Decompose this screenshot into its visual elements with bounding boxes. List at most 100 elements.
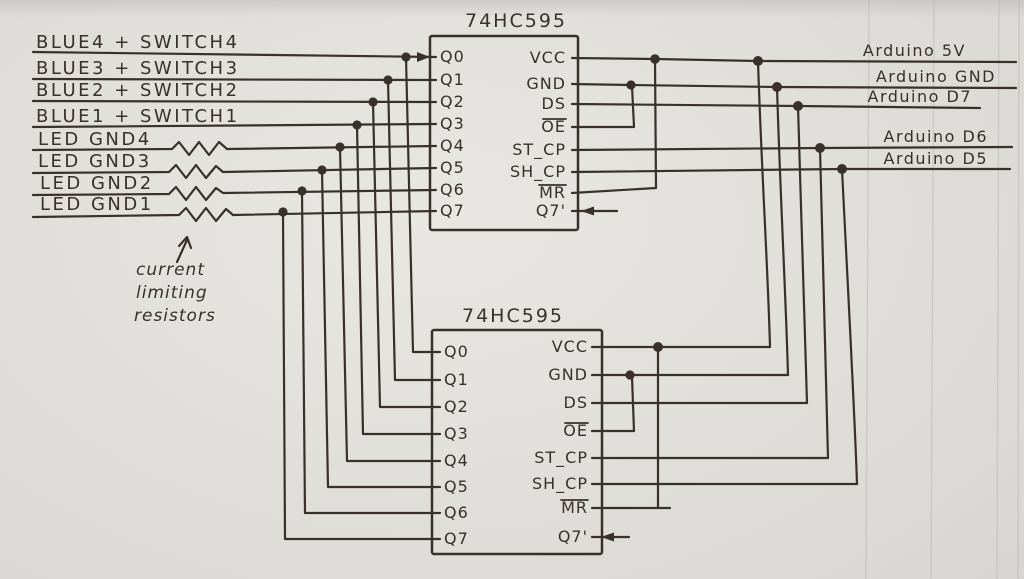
label-blue1-switch1: BLUE1 + SWITCH1 — [36, 106, 240, 127]
arrow-into-top-q0 — [417, 52, 430, 62]
label-led-gnd4: LED GND4 — [38, 129, 152, 150]
resistor-annotation: current limiting resistors — [134, 235, 216, 326]
junction-dot — [753, 56, 763, 66]
branch-blue1-to-bottom-q3 — [355, 123, 442, 436]
label-arduino-gnd: Arduino GND — [876, 67, 996, 86]
wire-blue1-switch1 — [31, 122, 438, 129]
chip-bottom-74hc595: 74HC595 Q0 Q1 Q2 Q3 Q4 Q5 Q6 Q7 VCC GND … — [430, 305, 604, 556]
chip-top-pin-q6: Q6 — [440, 180, 465, 199]
chip-top-title: 74HC595 — [465, 10, 567, 32]
junction-dot — [793, 101, 803, 111]
wire-bottom-oe-to-gnd-loop — [590, 375, 636, 433]
wire-top-oe-to-gnd-loop — [570, 84, 636, 129]
junction-dot — [352, 120, 362, 130]
arrow-top-q7s — [581, 206, 594, 216]
junction-dot — [625, 370, 635, 380]
chip-bottom-pin-q0: Q0 — [444, 342, 469, 361]
label-blue4-switch4: BLUE4 + SWITCH4 — [36, 32, 240, 53]
branch-gnd3-to-bottom-q5 — [320, 168, 442, 489]
chip-top-pin-mr: MR — [539, 183, 566, 202]
chip-bottom-outline — [430, 328, 604, 556]
chip-bottom-pin-q5: Q5 — [444, 477, 469, 496]
junction-dot — [650, 54, 660, 64]
chip-bottom-pin-q3: Q3 — [444, 424, 469, 443]
junction-dot — [653, 342, 663, 352]
chip-bottom-pin-q1: Q1 — [444, 370, 469, 389]
label-arduino-d6: Arduino D6 — [884, 127, 989, 146]
junction-dot — [278, 207, 288, 217]
chip-bottom-pin-q6: Q6 — [444, 503, 469, 522]
branch-gnd4-to-bottom-q4 — [338, 145, 442, 463]
drop-5v-to-bottom-vcc — [756, 59, 772, 349]
left-input-labels: BLUE4 + SWITCH4 BLUE3 + SWITCH3 BLUE2 + … — [36, 32, 240, 215]
junction-dot — [297, 186, 307, 196]
chip-bottom-pin-vcc: VCC — [552, 337, 588, 356]
chip-top-pin-q4: Q4 — [440, 136, 465, 155]
chip-bottom-pin-q7: Q7 — [444, 529, 469, 548]
chip-top-74hc595: 74HC595 Q0 Q1 Q2 Q3 Q4 Q5 Q6 Q7 VCC GND … — [428, 10, 580, 232]
drop-d7-to-bottom-ds — [796, 104, 809, 405]
junction-dot — [383, 75, 393, 85]
label-arduino-d7: Arduino D7 — [868, 87, 973, 106]
chip-bottom-pin-shcp: SH_CP — [532, 474, 588, 494]
chip-top-pin-stcp: ST_CP — [512, 140, 566, 160]
junction-dot — [837, 164, 847, 174]
chip-top-outline — [428, 34, 580, 232]
wire-led-gnd2-with-resistor — [31, 185, 438, 202]
junction-dot — [335, 142, 345, 152]
arrowheads — [417, 52, 614, 542]
annotation-line-1: current — [136, 260, 205, 280]
chip-bottom-pin-mr: MR — [561, 498, 588, 517]
wire-shcp-to-arduino-d5 — [570, 167, 1012, 174]
branch-blue3-to-bottom-q1 — [386, 78, 442, 382]
junction-dot — [815, 143, 825, 153]
annotation-line-3: resistors — [134, 306, 216, 326]
chip-top-pin-shcp: SH_CP — [510, 162, 566, 182]
drop-gnd-to-bottom-gnd — [775, 85, 790, 377]
chip-bottom-pin-oe: OE — [563, 421, 588, 440]
junction-dot — [401, 52, 411, 62]
chip-top-pin-vcc: VCC — [530, 48, 566, 67]
chip-bottom-pin-gnd: GND — [548, 365, 588, 384]
wire-led-gnd4-with-resistor — [31, 140, 438, 157]
chip-top-pin-q0: Q0 — [440, 47, 465, 66]
junction-dot — [772, 82, 782, 92]
branch-blue2-to-bottom-q2 — [371, 100, 442, 409]
chip-top-pin-q2: Q2 — [440, 92, 465, 111]
wire-led-gnd1-with-resistor — [31, 206, 438, 223]
annotation-line-2: limiting — [136, 283, 208, 303]
chip-top-pin-gnd: GND — [526, 74, 566, 93]
chip-bottom-pin-q7s: Q7' — [558, 527, 588, 546]
junction-dot — [626, 80, 636, 90]
junction-dot — [317, 165, 327, 175]
label-blue2-switch2: BLUE2 + SWITCH2 — [36, 80, 240, 101]
paper-texture — [865, 0, 1020, 579]
wire-led-gnd3-with-resistor — [31, 163, 438, 180]
label-arduino-5v: Arduino 5V — [863, 41, 966, 60]
chip-top-pin-ds: DS — [542, 94, 566, 113]
annotation-arrow-head — [177, 235, 193, 250]
label-arduino-d5: Arduino D5 — [884, 149, 989, 168]
junction-dot — [368, 97, 378, 107]
chip-top-pin-q3: Q3 — [440, 114, 465, 133]
arrow-bottom-q7s — [601, 532, 614, 542]
wire-gnd-to-arduino-gnd — [570, 82, 1018, 90]
wire-top-mr-to-vcc-loop — [570, 58, 658, 195]
chip-bottom-pin-stcp: ST_CP — [534, 448, 588, 468]
chip-bottom-pin-q4: Q4 — [444, 451, 469, 470]
arduino-rail-labels: Arduino 5V Arduino GND Arduino D7 Arduin… — [863, 41, 996, 168]
label-led-gnd3: LED GND3 — [38, 151, 152, 172]
label-led-gnd1: LED GND1 — [40, 194, 154, 215]
chip-top-pin-q7: Q7 — [440, 201, 465, 220]
wire-blue4-switch4 — [31, 50, 438, 59]
chip-top-pin-q7s: Q7' — [536, 201, 566, 220]
branch-gnd2-to-bottom-q6 — [300, 189, 442, 515]
chip-top-pin-q5: Q5 — [440, 158, 465, 177]
drop-d5-to-bottom-shcp — [840, 167, 859, 486]
chip-bottom-title: 74HC595 — [462, 305, 564, 327]
chip-bottom-pin-ds: DS — [564, 393, 588, 412]
label-blue3-switch3: BLUE3 + SWITCH3 — [36, 58, 240, 79]
junction-dots — [278, 52, 847, 380]
annotation-arrow-shaft — [175, 238, 189, 264]
